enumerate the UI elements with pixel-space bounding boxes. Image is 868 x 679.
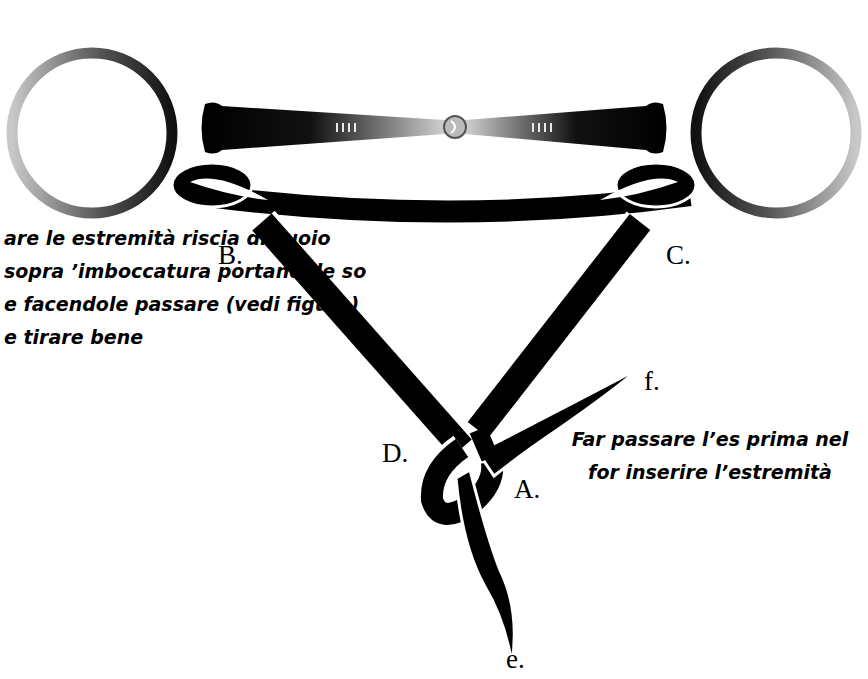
leather-strap xyxy=(478,430,490,458)
part-letter: e. xyxy=(506,644,525,675)
strap-end xyxy=(456,470,514,664)
part-letter: C. xyxy=(666,240,691,270)
instruction-note: Far passare l’es prima nel for inserire … xyxy=(572,428,849,483)
leather-strap xyxy=(478,222,640,430)
part-letter: A. xyxy=(514,474,540,504)
part-letter: D. xyxy=(382,438,408,468)
part-letter: e. xyxy=(506,644,525,674)
bit-ring xyxy=(12,53,172,213)
part-letter: C. xyxy=(666,240,691,271)
instruction-note: are le estremità riscia di cuoio sopra ’… xyxy=(4,222,376,354)
mouthpiece-cannon xyxy=(465,102,667,153)
instruction-note: Far passare l’es prima nel for inserire … xyxy=(560,423,860,489)
mouthpiece-cannon xyxy=(202,102,446,153)
part-letter: D. xyxy=(382,438,408,469)
joint-mark xyxy=(451,121,455,133)
strap-edge xyxy=(262,222,462,448)
cannon-marks xyxy=(337,123,551,132)
mouthpiece-joint xyxy=(444,116,466,138)
part-letter: f. xyxy=(644,366,660,396)
strap-end xyxy=(478,368,640,476)
part-letter: f. xyxy=(644,366,660,397)
bit-ring xyxy=(696,53,856,213)
part-letter: A. xyxy=(514,474,540,505)
strap-edge xyxy=(478,222,640,430)
loop-highlight xyxy=(190,179,268,200)
instruction-note: are le estremità riscia di cuoio sopra ’… xyxy=(4,227,366,348)
loop-highlight xyxy=(600,179,678,200)
leather-strap xyxy=(262,222,462,448)
